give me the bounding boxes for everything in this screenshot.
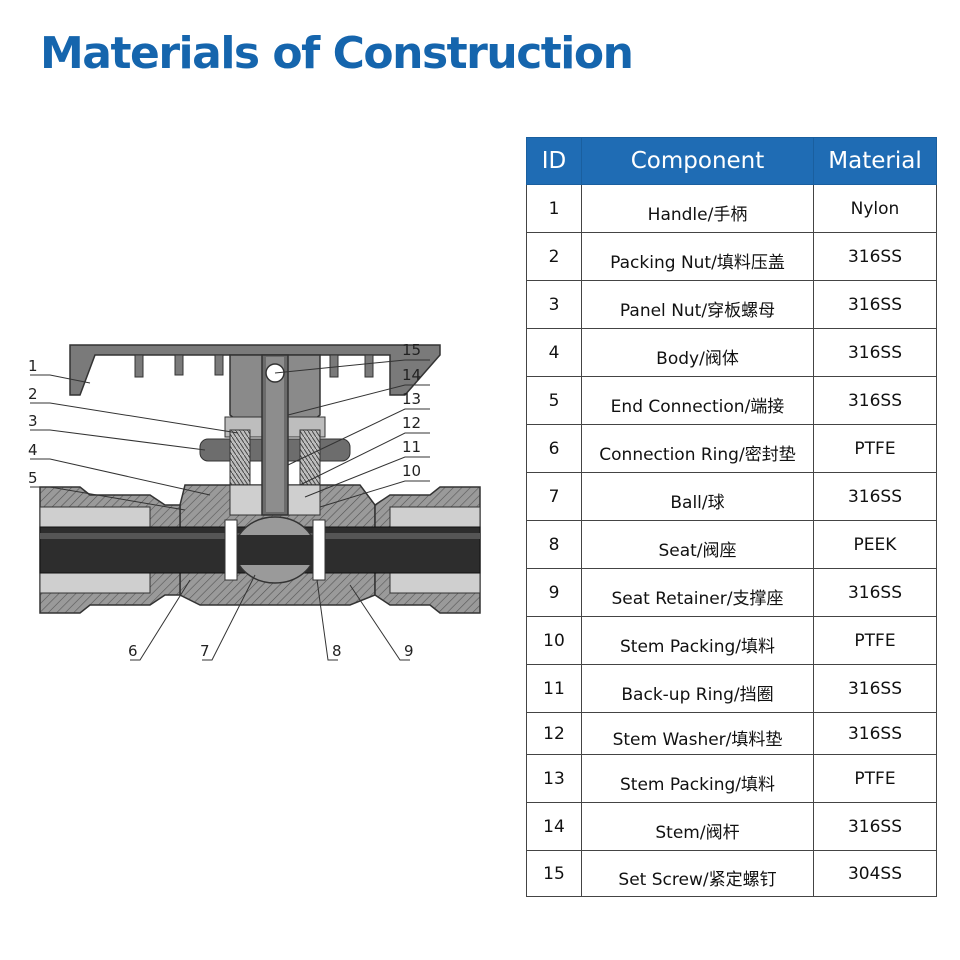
row-component: Body/阀体	[581, 328, 814, 377]
row-component: Seat Retainer/支撑座	[581, 568, 814, 617]
callout-9: 9	[404, 642, 414, 660]
table-header-row: ID Component Material	[526, 137, 937, 185]
row-component: Set Screw/紧定螺钉	[581, 850, 814, 897]
callout-5: 5	[28, 469, 38, 487]
callout-15: 15	[402, 341, 421, 359]
row-material: 316SS	[813, 472, 937, 521]
row-component: Handle/手柄	[581, 184, 814, 233]
row-component: Back-up Ring/挡圈	[581, 664, 814, 713]
callout-8: 8	[332, 642, 342, 660]
row-material: PTFE	[813, 754, 937, 803]
callout-4: 4	[28, 441, 38, 459]
row-component: Seat/阀座	[581, 520, 814, 569]
row-component: Stem Packing/填料	[581, 616, 814, 665]
row-material: 316SS	[813, 328, 937, 377]
callout-2: 2	[28, 385, 38, 403]
row-material: 316SS	[813, 376, 937, 425]
row-id: 7	[526, 472, 582, 521]
row-component: Stem Packing/填料	[581, 754, 814, 803]
row-component: Stem/阀杆	[581, 802, 814, 851]
row-id: 15	[526, 850, 582, 897]
row-id: 2	[526, 232, 582, 281]
row-id: 13	[526, 754, 582, 803]
callout-14: 14	[402, 366, 421, 384]
row-material: 316SS	[813, 280, 937, 329]
row-component: Stem Washer/填料垫	[581, 712, 814, 755]
callout-6: 6	[128, 642, 138, 660]
header-component: Component	[581, 137, 814, 185]
callout-12: 12	[402, 414, 421, 432]
row-id: 5	[526, 376, 582, 425]
row-id: 11	[526, 664, 582, 713]
callout-13: 13	[402, 390, 421, 408]
row-component: End Connection/端接	[581, 376, 814, 425]
row-material: 316SS	[813, 232, 937, 281]
callout-7: 7	[200, 642, 210, 660]
row-id: 8	[526, 520, 582, 569]
callout-3: 3	[28, 412, 38, 430]
row-component: Panel Nut/穿板螺母	[581, 280, 814, 329]
row-id: 6	[526, 424, 582, 473]
row-material: Nylon	[813, 184, 937, 233]
row-material: 316SS	[813, 802, 937, 851]
row-id: 10	[526, 616, 582, 665]
callout-11: 11	[402, 438, 421, 456]
row-component: Connection Ring/密封垫	[581, 424, 814, 473]
row-material: 316SS	[813, 568, 937, 617]
header-id: ID	[526, 137, 582, 185]
row-component: Packing Nut/填料压盖	[581, 232, 814, 281]
row-id: 12	[526, 712, 582, 755]
row-id: 9	[526, 568, 582, 617]
row-component: Ball/球	[581, 472, 814, 521]
row-material: 316SS	[813, 664, 937, 713]
valve-cross-section-diagram: 1 2 3 4 5 15 14 13 12 11 10 6 7 8 9	[28, 341, 481, 661]
header-material: Material	[813, 137, 937, 185]
row-id: 1	[526, 184, 582, 233]
page-title: Materials of Construction	[40, 28, 634, 79]
row-id: 3	[526, 280, 582, 329]
row-material: 316SS	[813, 712, 937, 755]
row-material: PTFE	[813, 424, 937, 473]
row-material: 304SS	[813, 850, 937, 897]
callout-10: 10	[402, 462, 421, 480]
row-id: 4	[526, 328, 582, 377]
row-material: PTFE	[813, 616, 937, 665]
row-material: PEEK	[813, 520, 937, 569]
row-id: 14	[526, 802, 582, 851]
callout-1: 1	[28, 357, 38, 375]
